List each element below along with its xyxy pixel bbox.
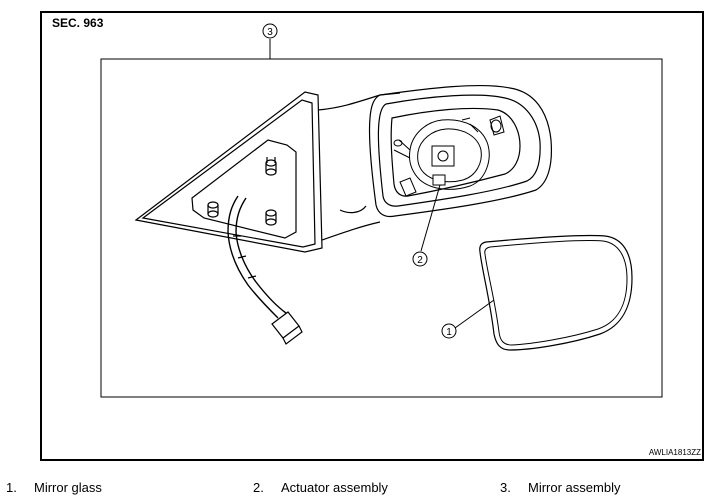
callout-2: 2 [412,251,428,267]
legend-item: 1. Mirror glass [6,480,102,495]
svg-text:2: 2 [417,255,423,266]
legend-number: 3. [500,480,511,495]
svg-text:3: 3 [267,27,273,38]
mirror-assembly [134,84,553,345]
mounting-stud [207,201,219,218]
callout-1: 1 [441,323,457,339]
legend-number: 1. [6,480,17,495]
callout-2-leader [420,184,441,252]
legend-item: 2. Actuator assembly [253,480,388,495]
actuator-assembly [393,115,505,197]
callout-3: 3 [262,23,278,39]
mounting-stud [265,209,277,226]
assembly-box [100,58,663,398]
mirror-glass [479,234,633,351]
mounting-stud [265,157,277,176]
section-label: SEC. 963 [52,16,104,30]
legend-number: 2. [253,480,264,495]
wire-connector [271,311,303,345]
legend-label: Mirror glass [34,480,102,495]
svg-text:1: 1 [446,327,452,338]
legend-label: Mirror assembly [528,480,621,495]
legend-item: 3. Mirror assembly [500,480,620,495]
callout-1-leader [454,299,495,329]
figure-code: AWLIA1813ZZ [648,448,701,457]
legend-label: Actuator assembly [281,480,388,495]
